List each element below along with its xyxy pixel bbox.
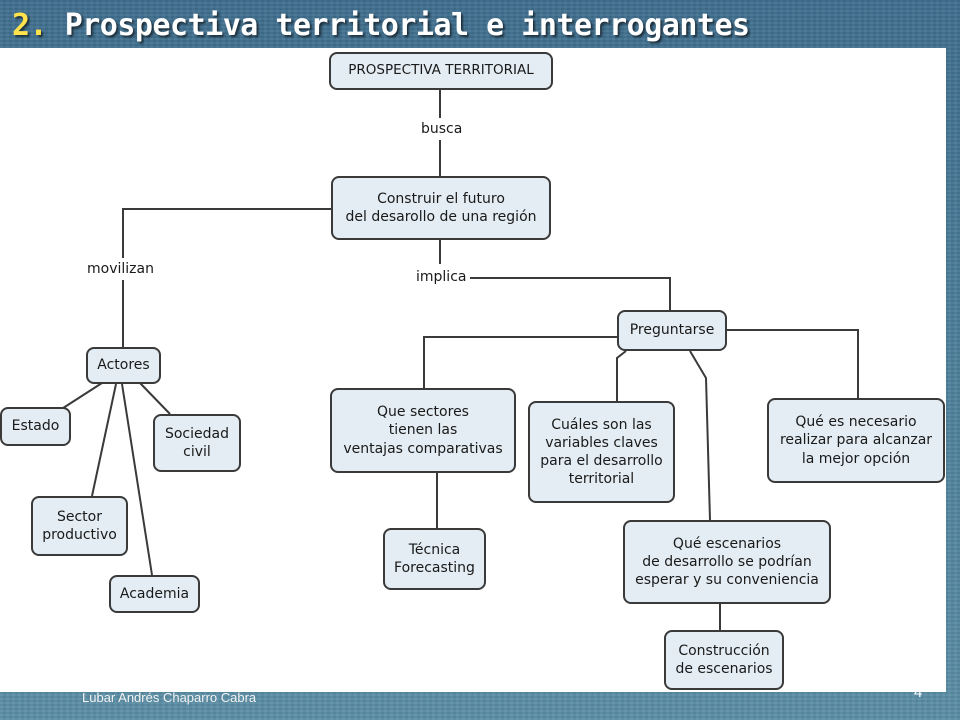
node-que-es-necesario: Qué es necesario realizar para alcanzar … [767, 398, 945, 483]
slide-title-text: Prospectiva territorial e interrogantes [64, 8, 750, 43]
node-preguntarse: Preguntarse [617, 310, 727, 351]
node-sector-productivo: Sector productivo [31, 496, 128, 556]
node-academia: Academia [109, 575, 200, 613]
node-actores: Actores [86, 347, 161, 384]
line-actores-academia [121, 383, 153, 576]
line-construir-movilizan [122, 208, 332, 258]
node-sociedad-civil: Sociedad civil [153, 414, 241, 472]
line-preguntarse-escenarios [689, 350, 711, 521]
node-cuales-variables: Cuáles son las variables claves para el … [528, 401, 675, 503]
line-preguntarse-quesectores [423, 336, 622, 388]
node-tecnica-forecasting: Técnica Forecasting [383, 528, 486, 590]
slide-title: 2. Prospectiva territorial e interrogant… [12, 8, 750, 43]
connector-lines [59, 88, 859, 630]
node-prospectiva-territorial: PROSPECTIVA TERRITORIAL [329, 52, 553, 90]
line-preguntarse-necesario [726, 329, 859, 398]
footer-author: Lubar Andrés Chaparro Cabra [82, 690, 257, 705]
line-preguntarse-cuales [616, 350, 627, 401]
label-implica: implica [413, 268, 470, 286]
label-movilizan: movilizan [84, 260, 157, 278]
line-actores-sociedad [139, 382, 171, 415]
node-construccion-escenarios: Construcción de escenarios [664, 630, 784, 690]
node-que-escenarios: Qué escenarios de desarrollo se podrían … [623, 520, 831, 604]
line-implica-preguntarse [470, 277, 671, 310]
line-actores-estado [59, 382, 103, 411]
concept-map: PROSPECTIVA TERRITORIAL Construir el fut… [0, 48, 946, 692]
line-actores-sector [91, 383, 117, 497]
node-estado: Estado [0, 407, 71, 446]
slide-title-number: 2. [12, 8, 48, 43]
node-que-sectores: Que sectores tienen las ventajas compara… [330, 388, 516, 473]
node-construir-futuro: Construir el futuro del desarollo de una… [331, 176, 551, 240]
page-number: 4 [914, 684, 923, 701]
label-busca: busca [418, 120, 466, 138]
